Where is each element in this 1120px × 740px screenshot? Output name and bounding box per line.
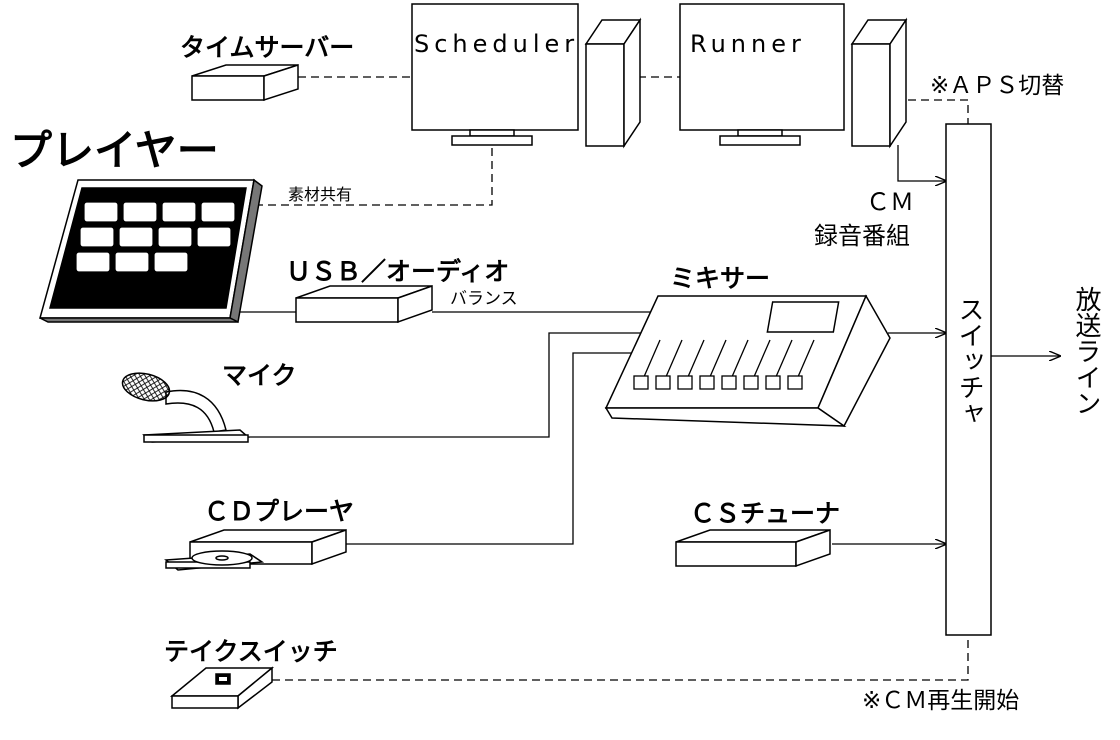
usb-audio-label: ＵＳＢ／オーディオ (286, 257, 509, 286)
mixer-label: ミキサー (670, 264, 770, 293)
time-server-device (191, 63, 299, 102)
broadcast-line-label: 放送ライン (1071, 286, 1101, 416)
player-tablet (39, 178, 263, 324)
cs-tuner-device (675, 528, 831, 568)
line-take-switch (272, 635, 969, 681)
take-switch-label: テイクスイッチ (164, 637, 338, 666)
cd-player-label: ＣＤプレーヤ (204, 497, 354, 526)
line-material-share (255, 145, 493, 206)
aps-switch-label: ※ＡＰＳ切替 (930, 73, 1064, 99)
runner-label: Runner (690, 30, 806, 58)
switcher-label: スイッチャ (954, 296, 984, 426)
cs-tuner-label: ＣＳチューナ (690, 499, 840, 528)
cm-playback-start-label: ※ＣＭ再生開始 (862, 688, 1019, 714)
balance-label: バランス (450, 289, 518, 309)
recorded-program-label: 録音番組 (814, 222, 910, 250)
line-runner-switcher (897, 145, 946, 181)
line-mic-mixer (248, 332, 650, 438)
take-switch-device (169, 666, 275, 710)
line-cd-mixer (346, 352, 638, 545)
time-server-label: タイムサーバー (180, 33, 354, 62)
scheduler-monitor (411, 3, 579, 146)
connection-lines (230, 76, 1060, 681)
runner-tower (850, 17, 908, 149)
switcher-box (945, 123, 992, 636)
scheduler-label: Scheduler (414, 30, 579, 58)
player-title: プレイヤー (10, 126, 219, 175)
microphone-device (121, 372, 250, 443)
usb-audio-device (295, 284, 433, 324)
material-share-label: 素材共有 (288, 185, 352, 204)
scheduler-tower (584, 17, 642, 149)
mic-label: マイク (222, 361, 297, 390)
cd-player-device (164, 528, 347, 571)
cm-label: ＣＭ (866, 188, 914, 216)
runner-monitor (679, 3, 845, 146)
mixer-device (604, 294, 891, 428)
line-aps-switch (895, 99, 969, 125)
